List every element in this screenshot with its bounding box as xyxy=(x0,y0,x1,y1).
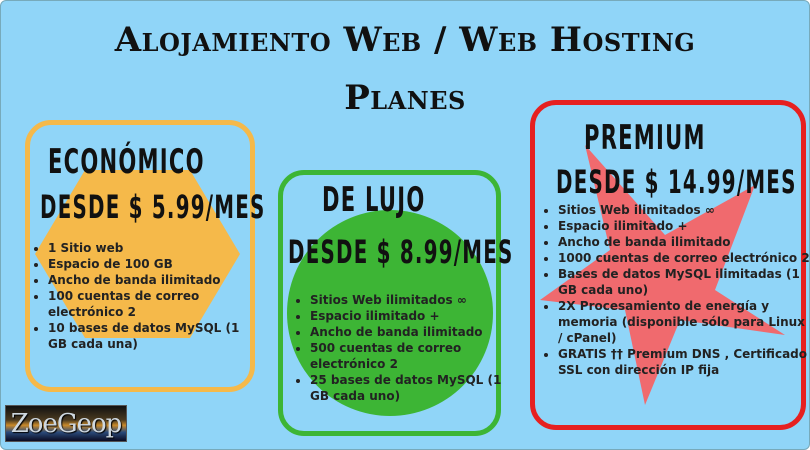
feature-item: 500 cuentas de correo electrónico 2 xyxy=(310,340,515,372)
feature-item: Ancho de banda ilimitado xyxy=(48,272,258,288)
plan-name: DE LUJO xyxy=(322,180,426,220)
feature-list: Sitios Web ilimitados ∞ Espacio ilimitad… xyxy=(292,292,515,404)
feature-item: 1000 cuentas de correo electrónico 2 xyxy=(558,250,810,266)
feature-item: 100 cuentas de correo electrónico 2 xyxy=(48,288,258,320)
feature-item: Espacio de 100 GB xyxy=(48,256,258,272)
feature-item: Sitios Web ilimitados ∞ xyxy=(310,292,515,308)
feature-item: 25 bases de datos MySQL (1 GB cada uno) xyxy=(310,372,515,404)
feature-item: Sitios Web ilimitados ∞ xyxy=(558,202,810,218)
feature-item: Bases de datos MySQL ilimitadas (1 GB ca… xyxy=(558,266,810,298)
feature-item: Ancho de banda ilimitado xyxy=(558,234,810,250)
feature-item: GRATIS †† Premium DNS , Certificado SSL … xyxy=(558,346,810,378)
plan-name: PREMIUM xyxy=(584,118,706,158)
feature-item: 1 Sitio web xyxy=(48,240,258,256)
logo: ZoeGeop xyxy=(5,405,127,442)
plan-name: ECONÓMICO xyxy=(48,142,205,182)
page-title: Alojamiento Web / Web Hosting xyxy=(114,20,696,60)
star-shape xyxy=(540,145,785,405)
plan-price: DESDE $ 5.99/MES xyxy=(40,188,266,226)
page-subtitle: Planes xyxy=(344,78,466,118)
feature-item: Espacio ilimitado + xyxy=(558,218,810,234)
plan-card-premium xyxy=(530,100,806,430)
feature-item: 2X Procesamiento de energía y memoria (d… xyxy=(558,298,810,346)
plan-price: DESDE $ 8.99/MES xyxy=(288,233,514,271)
feature-list: Sitios Web ilimitados ∞ Espacio ilimitad… xyxy=(540,202,810,378)
feature-list: 1 Sitio web Espacio de 100 GB Ancho de b… xyxy=(30,240,258,352)
plan-card-economico xyxy=(25,120,255,392)
feature-item: Ancho de banda ilimitado xyxy=(310,324,515,340)
feature-item: Espacio ilimitado + xyxy=(310,308,515,324)
circle-shape xyxy=(287,210,493,416)
hexagon-shape xyxy=(35,170,240,338)
feature-item: 10 bases de datos MySQL (1 GB cada una) xyxy=(48,320,258,352)
plan-card-de-lujo xyxy=(278,170,501,436)
logo-text: ZoeGeop xyxy=(10,408,123,439)
plan-price: DESDE $ 14.99/MES xyxy=(556,163,797,201)
